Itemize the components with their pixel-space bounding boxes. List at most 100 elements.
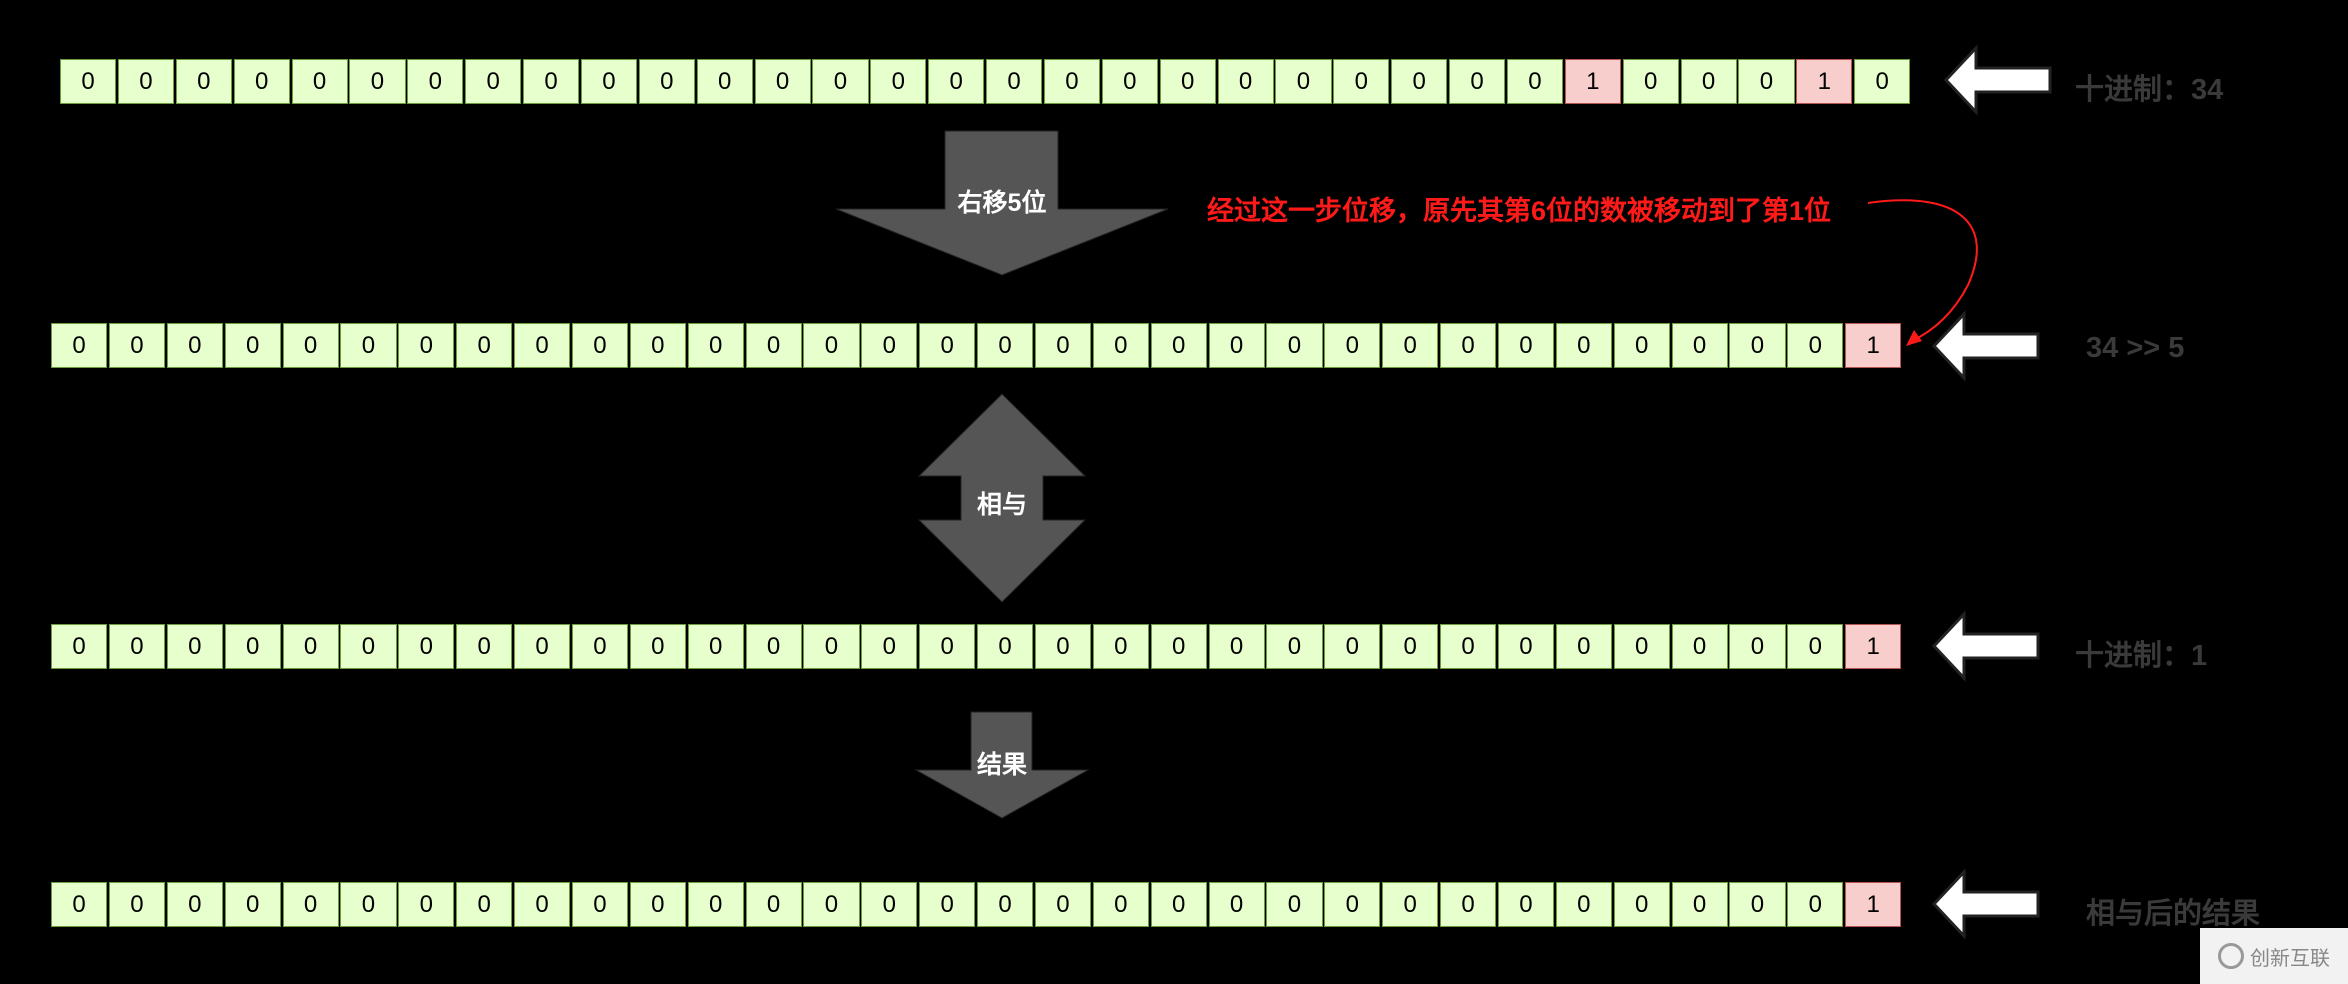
bit-cell: 0: [1449, 59, 1506, 104]
bit-cell: 0: [1671, 882, 1728, 927]
bit-cell: 0: [1382, 624, 1439, 669]
bit-cell: 0: [629, 882, 686, 927]
bit-cell: 0: [1092, 624, 1149, 669]
bit-cell: 0: [1266, 882, 1323, 927]
logo-mark-icon: [2218, 943, 2244, 969]
bit-cell: 0: [745, 624, 802, 669]
bit-cell: 0: [1671, 624, 1728, 669]
bit-cell: 0: [224, 882, 281, 927]
bit-cell: 0: [1854, 59, 1911, 104]
bit-cell: 0: [1729, 323, 1786, 368]
annotation-curve-arrow: [1867, 199, 1978, 343]
bit-cell: 0: [919, 882, 976, 927]
bit-cell: 0: [1440, 323, 1497, 368]
bit-cell: 0: [1613, 624, 1670, 669]
shift-annotation: 经过这一步位移，原先其第6位的数被移动到了第1位: [1207, 196, 1832, 226]
bit-cell: 0: [1506, 59, 1564, 104]
bit-cell: 0: [233, 59, 290, 104]
bit-cell: 0: [1738, 59, 1795, 104]
bit-cell: 0: [1729, 624, 1786, 669]
bit-cell: 0: [456, 882, 513, 927]
bit-cell: 0: [1613, 323, 1670, 368]
bit-cell: 0: [166, 323, 223, 368]
bit-cell: 0: [1092, 882, 1149, 927]
bit-cell: 0: [1497, 624, 1555, 669]
bit-cell: 0: [1555, 323, 1612, 368]
watermark-text: 创新互联: [2250, 947, 2330, 970]
bit-cell: 0: [1217, 59, 1274, 104]
bit-cell: 0: [108, 882, 166, 927]
bit-cell: 0: [340, 323, 397, 368]
result-label: 结果: [976, 751, 1028, 779]
pointer-arrow-icon: [1931, 868, 2040, 940]
bit-cell: 0: [340, 624, 397, 669]
bit-cell: 1: [1845, 882, 1902, 927]
bit-cell: 0: [1150, 624, 1207, 669]
bit-cell: 0: [1150, 882, 1207, 927]
bit-cell: 0: [1266, 323, 1323, 368]
bit-cell: 0: [51, 882, 108, 927]
bit-cell: 0: [117, 59, 175, 104]
annotation-arrowhead-icon: [1906, 330, 1922, 346]
bit-cell: 0: [398, 882, 455, 927]
bit-cell: 0: [282, 882, 339, 927]
bit-cell: 0: [745, 323, 802, 368]
bit-cell: 0: [861, 882, 918, 927]
bit-cell: 0: [1622, 59, 1679, 104]
bit-cell: 0: [629, 624, 686, 669]
bit-cell: 0: [928, 59, 985, 104]
bit-cell: 0: [1613, 882, 1670, 927]
bit-cell: 0: [861, 624, 918, 669]
bit-cell: 0: [977, 624, 1034, 669]
row-label-decimal-1: 十进制：1: [2075, 640, 2208, 672]
bit-cell: 0: [1391, 59, 1448, 104]
bit-cell: 0: [1043, 59, 1101, 104]
bit-cell: 0: [51, 624, 108, 669]
bit-cell: 0: [1101, 59, 1158, 104]
bit-cell: 0: [398, 323, 455, 368]
bit-cell: 0: [754, 59, 811, 104]
bit-cell: 0: [1787, 882, 1844, 927]
bit-cell: 0: [1324, 323, 1381, 368]
bit-cell: 0: [803, 624, 860, 669]
bit-cell: 0: [1159, 59, 1216, 104]
bit-cell: 0: [1092, 323, 1149, 368]
bit-cell: 0: [1555, 624, 1612, 669]
bit-cell: 0: [1208, 624, 1265, 669]
bit-cell: 0: [571, 624, 629, 669]
bit-cell: 0: [166, 624, 223, 669]
bit-cell: 1: [1845, 624, 1902, 669]
bit-cell: 0: [870, 59, 927, 104]
bit-cell: 0: [1208, 882, 1265, 927]
bit-cell: 0: [1680, 59, 1737, 104]
bit-cell: 0: [1324, 624, 1381, 669]
bit-cell: 0: [514, 323, 571, 368]
bit-cell: 0: [291, 59, 348, 104]
bit-cell: 0: [282, 323, 339, 368]
bit-cell: 1: [1564, 59, 1621, 104]
pointer-arrow-icon: [1943, 44, 2052, 116]
bit-cell: 0: [465, 59, 522, 104]
bit-cell: 0: [1266, 624, 1323, 669]
bit-cell: 0: [282, 624, 339, 669]
bit-cell: 0: [745, 882, 802, 927]
bit-cell: 0: [1440, 624, 1497, 669]
and-double-arrow-icon: [917, 393, 1087, 603]
bit-cell: 0: [1497, 882, 1555, 927]
bit-cell: 0: [696, 59, 753, 104]
bit-cell: 0: [224, 323, 281, 368]
bit-cell: 0: [977, 323, 1034, 368]
bit-cell: 0: [629, 323, 686, 368]
bit-cell: 0: [638, 59, 695, 104]
bit-cell: 0: [1034, 323, 1092, 368]
and-label: 相与: [976, 491, 1028, 519]
bit-cell: 0: [51, 323, 108, 368]
bit-cell: 0: [1787, 323, 1844, 368]
bit-cell: 0: [407, 59, 464, 104]
bit-cell: 0: [456, 624, 513, 669]
bit-cell: 0: [108, 624, 166, 669]
bit-cell: 0: [803, 882, 860, 927]
